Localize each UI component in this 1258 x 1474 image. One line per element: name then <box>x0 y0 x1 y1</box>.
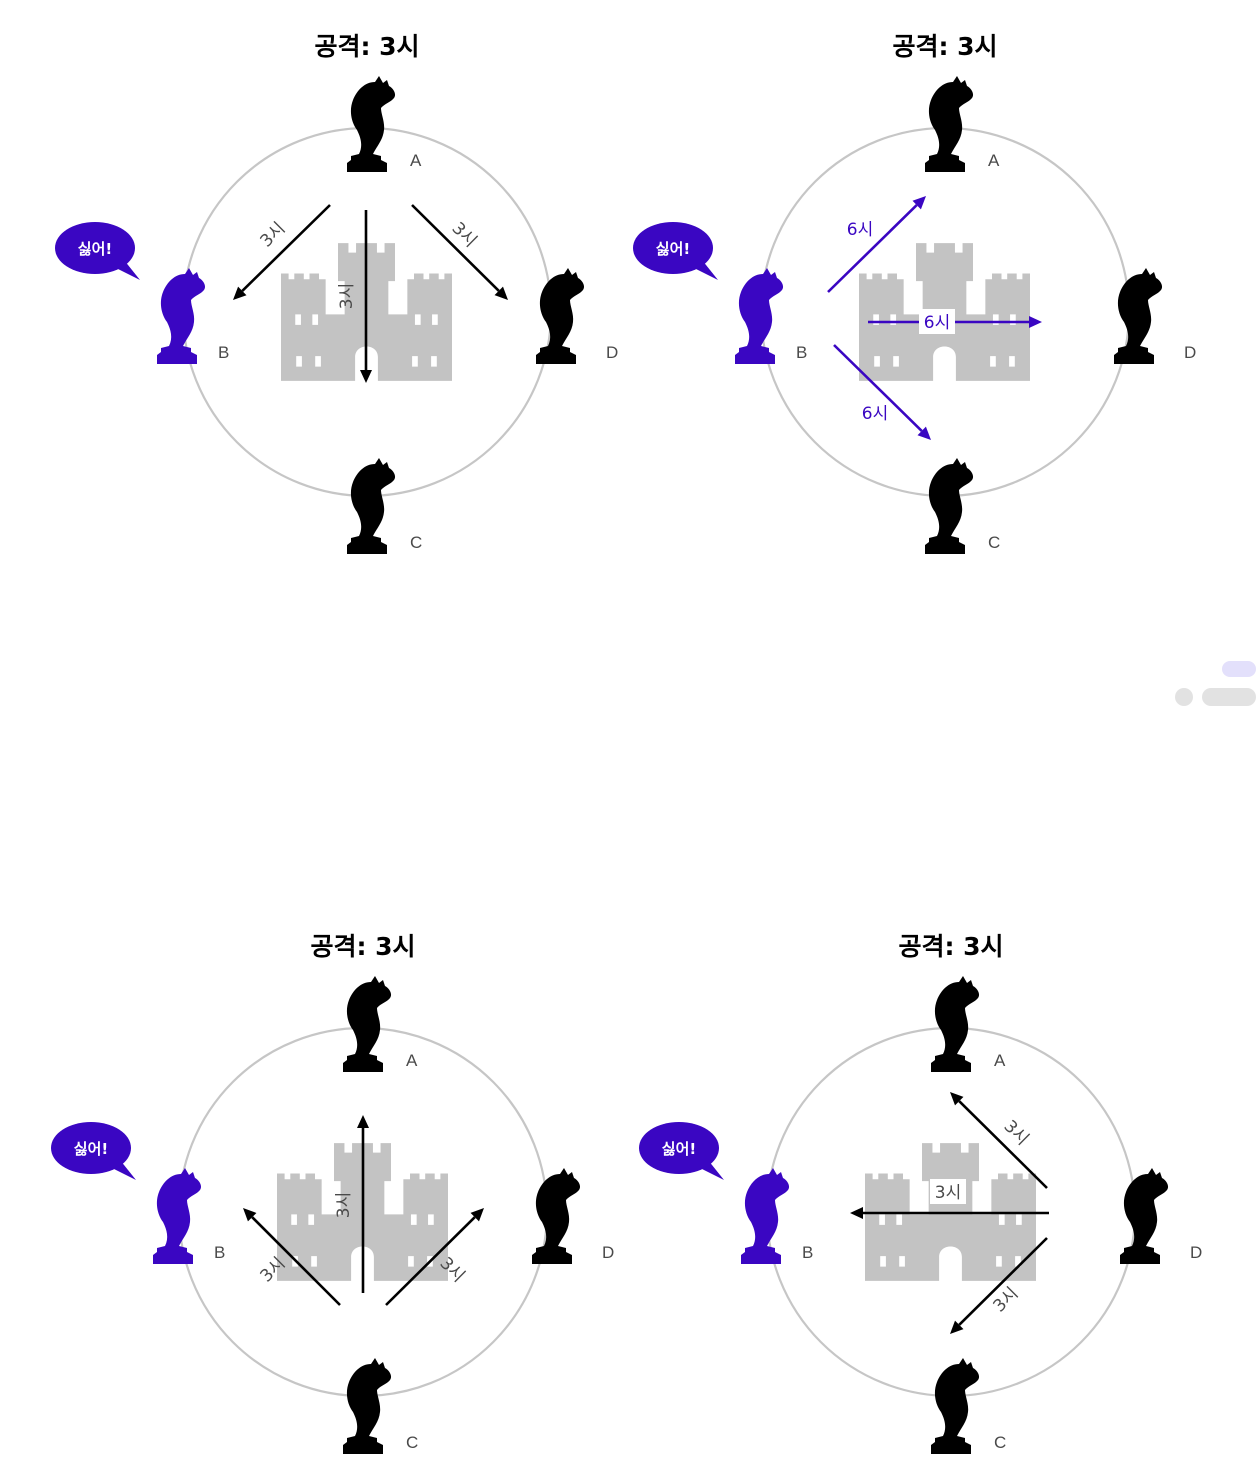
panel-title: 공격: 3시 <box>892 32 997 61</box>
arrow-b-to-a: 6시 <box>827 196 926 293</box>
arrow-label: 6시 <box>924 313 950 333</box>
node-label-b: B <box>218 343 229 362</box>
speech-bubble-text: 싫어! <box>78 240 112 258</box>
knight-icon-c <box>343 1358 392 1454</box>
knight-icon-b <box>157 268 206 364</box>
speech-bubble: 싫어! <box>55 222 140 280</box>
arrow-b-to-d: 6시 <box>868 309 1042 334</box>
knight-icon-a <box>931 976 980 1072</box>
panel-title: 공격: 3시 <box>314 32 419 61</box>
knight-icon-b <box>735 268 784 364</box>
arrow-d-to-b: 3시 <box>850 1179 1049 1219</box>
node-label-a: A <box>994 1051 1006 1070</box>
node-label-d: D <box>1184 343 1196 362</box>
arrow-label: 3시 <box>257 219 290 252</box>
node-label-d: D <box>1190 1243 1202 1262</box>
arrow-label: 3시 <box>935 1183 961 1203</box>
speech-bubble-text: 싫어! <box>656 240 690 258</box>
indicator-chip-gray[interactable] <box>1202 688 1256 706</box>
indicator-chip-light[interactable] <box>1222 661 1256 677</box>
knight-icon-b <box>153 1168 202 1264</box>
knight-icon-c <box>347 458 396 554</box>
node-label-c: C <box>994 1433 1006 1452</box>
panel-title: 공격: 3시 <box>898 932 1003 961</box>
arrows-panel-2: 6시 6시 6시 <box>827 196 1042 440</box>
node-label-b: B <box>796 343 807 362</box>
node-label-a: A <box>988 151 1000 170</box>
knight-icon-a <box>347 76 396 172</box>
speech-bubble: 싫어! <box>633 222 718 280</box>
arrow-label: 6시 <box>862 404 888 424</box>
arrow-a-to-castle: 3시 <box>337 210 372 383</box>
node-label-a: A <box>406 1051 418 1070</box>
node-label-d: D <box>602 1243 614 1262</box>
node-label-c: C <box>406 1433 418 1452</box>
speech-bubble: 싫어! <box>639 1122 724 1180</box>
speech-bubble-text: 싫어! <box>662 1140 696 1158</box>
knight-icon-d <box>536 268 585 364</box>
speech-bubble-text: 싫어! <box>74 1140 108 1158</box>
indicator-dot[interactable] <box>1175 688 1193 706</box>
arrow-label: 6시 <box>847 220 873 240</box>
node-label-d: D <box>606 343 618 362</box>
knight-icon-a <box>925 76 974 172</box>
knight-icon-d <box>1120 1168 1169 1264</box>
node-label-b: B <box>214 1243 225 1262</box>
node-label-b: B <box>802 1243 813 1262</box>
node-label-c: C <box>410 533 422 552</box>
node-label-c: C <box>988 533 1000 552</box>
knight-icon-c <box>925 458 974 554</box>
knight-icon-a <box>343 976 392 1072</box>
speech-bubble: 싫어! <box>51 1122 136 1180</box>
knight-icon-b <box>741 1168 790 1264</box>
arrow-c-to-a: 3시 <box>334 1115 369 1293</box>
arrow-label: 3시 <box>337 283 357 309</box>
knight-icon-d <box>1114 268 1163 364</box>
panel-title: 공격: 3시 <box>310 932 415 961</box>
arrow-b-to-c: 6시 <box>833 344 931 440</box>
knight-icon-c <box>931 1358 980 1454</box>
node-label-a: A <box>410 151 422 170</box>
knight-icon-d <box>532 1168 581 1264</box>
arrow-label: 3시 <box>334 1192 354 1218</box>
